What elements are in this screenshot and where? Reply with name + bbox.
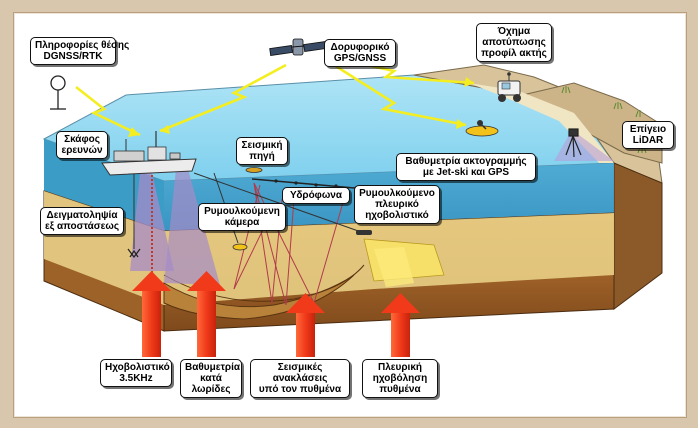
signal-bolt-heads xyxy=(128,77,474,137)
swath-beam-main xyxy=(164,169,220,285)
research-vessel xyxy=(101,131,197,176)
towed-camera-body xyxy=(232,243,248,251)
lidar-tripod xyxy=(565,128,582,158)
sidescan-fish xyxy=(356,230,372,235)
arrow-echosounder xyxy=(132,271,171,357)
arrow-seismic xyxy=(286,293,325,357)
label-hydrophones: Υδρόφωνα xyxy=(282,187,350,204)
dgnss-antenna xyxy=(50,75,66,110)
jet-ski xyxy=(465,120,499,137)
lidar-beam xyxy=(554,135,614,161)
signal-bolts xyxy=(75,55,475,137)
swath-beam-left xyxy=(130,173,174,271)
seismic-source-float xyxy=(245,167,263,173)
arrow-sidescan xyxy=(381,293,420,357)
arrow-swath xyxy=(187,271,226,357)
sidescan-swath-2 xyxy=(374,247,414,287)
profile-vehicle xyxy=(497,72,521,102)
block-right-face xyxy=(613,162,663,310)
grab-sampler xyxy=(127,248,141,258)
satellite xyxy=(269,38,327,56)
measurement-arrows xyxy=(132,271,420,357)
